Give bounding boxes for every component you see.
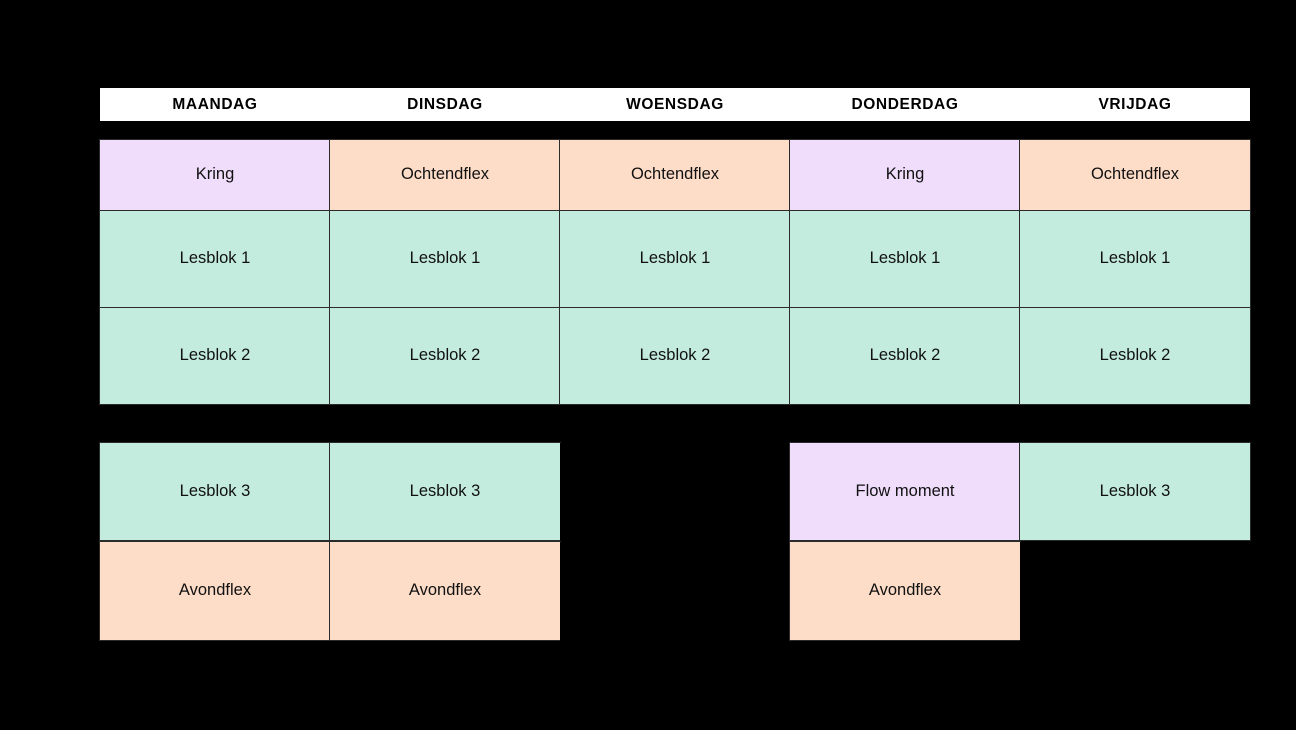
day-header-bar: MAANDAG DINSDAG WOENSDAG DONDERDAG VRIJD… xyxy=(100,88,1250,121)
morning-section: Kring Ochtendflex Ochtendflex Kring Ochtendf… xyxy=(99,139,1251,405)
day-header-dinsdag: DINSDAG xyxy=(407,96,483,113)
schedule-cell-empty xyxy=(560,542,790,642)
schedule-cell-lesblok-1-donderdag[interactable]: Lesblok 1 xyxy=(789,210,1021,309)
schedule-cell-empty xyxy=(560,443,790,542)
schedule-cell-lesblok-2-maandag[interactable]: Lesblok 2 xyxy=(99,306,331,405)
schedule-cell-label: Kring xyxy=(885,165,925,184)
schedule-cell-lesblok-3-maandag[interactable]: Lesblok 3 xyxy=(99,442,331,542)
schedule-cell-lesblok-2-donderdag[interactable]: Lesblok 2 xyxy=(789,306,1021,405)
schedule-cell-label: Lesblok 2 xyxy=(869,345,941,364)
schedule-cell-label: Lesblok 2 xyxy=(1099,345,1171,364)
schedule-cell-lesblok-3-vrijdag[interactable]: Lesblok 3 xyxy=(1019,442,1251,542)
schedule-cell-empty xyxy=(1020,542,1250,642)
schedule-cell-opening-dinsdag[interactable]: Ochtendflex xyxy=(329,139,561,212)
schedule-cell-label: Lesblok 3 xyxy=(1099,481,1171,500)
schedule-cell-label: Lesblok 2 xyxy=(179,345,251,364)
schedule-cell-label: Ochtendflex xyxy=(400,165,490,184)
day-header-maandag: MAANDAG xyxy=(172,96,258,113)
schedule-cell-lesblok-3-dinsdag[interactable]: Lesblok 3 xyxy=(329,442,561,542)
schedule-cell-label: Lesblok 3 xyxy=(179,481,251,500)
day-header-vrijdag: VRIJDAG xyxy=(1098,96,1172,113)
schedule-cell-label: Lesblok 1 xyxy=(1099,249,1171,268)
schedule-cell-lesblok-1-maandag[interactable]: Lesblok 1 xyxy=(99,210,331,309)
schedule-cell-label: Lesblok 1 xyxy=(409,249,481,268)
schedule-cell-label: Avondflex xyxy=(408,581,482,600)
schedule-cell-label: Lesblok 3 xyxy=(409,481,481,500)
schedule-cell-lesblok-2-woensdag[interactable]: Lesblok 2 xyxy=(559,306,791,405)
schedule-cell-avondflex-donderdag[interactable]: Avondflex xyxy=(789,541,1021,642)
schedule-cell-avondflex-dinsdag[interactable]: Avondflex xyxy=(329,541,561,642)
schedule-cell-label: Ochtendflex xyxy=(630,165,720,184)
schedule-cell-label: Kring xyxy=(195,165,235,184)
schedule-cell-opening-vrijdag[interactable]: Ochtendflex xyxy=(1019,139,1251,212)
schedule-cell-label: Lesblok 2 xyxy=(639,345,711,364)
schedule-cell-avondflex-maandag[interactable]: Avondflex xyxy=(99,541,331,642)
schedule-cell-label: Lesblok 1 xyxy=(869,249,941,268)
schedule-cell-lesblok-2-vrijdag[interactable]: Lesblok 2 xyxy=(1019,306,1251,405)
day-header-woensdag: WOENSDAG xyxy=(626,96,724,113)
schedule-cell-label: Avondflex xyxy=(178,581,252,600)
schedule-cell-opening-donderdag[interactable]: Kring xyxy=(789,139,1021,212)
schedule-cell-lesblok-1-dinsdag[interactable]: Lesblok 1 xyxy=(329,210,561,309)
afternoon-section: Lesblok 3 Lesblok 3 Flow moment Lesblok 3 Av… xyxy=(99,442,1251,642)
schedule-cell-label: Avondflex xyxy=(868,581,942,600)
schedule-cell-label: Flow moment xyxy=(855,481,955,500)
schedule-cell-opening-woensdag[interactable]: Ochtendflex xyxy=(559,139,791,212)
schedule-cell-label: Ochtendflex xyxy=(1090,165,1180,184)
schedule-cell-lesblok-2-dinsdag[interactable]: Lesblok 2 xyxy=(329,306,561,405)
schedule-cell-lesblok-3-donderdag[interactable]: Flow moment xyxy=(789,442,1021,542)
day-header-donderdag: DONDERDAG xyxy=(851,96,959,113)
schedule-cell-lesblok-1-vrijdag[interactable]: Lesblok 1 xyxy=(1019,210,1251,309)
schedule-cell-lesblok-1-woensdag[interactable]: Lesblok 1 xyxy=(559,210,791,309)
schedule-cell-label: Lesblok 2 xyxy=(409,345,481,364)
schedule-cell-label: Lesblok 1 xyxy=(179,249,251,268)
schedule-cell-opening-maandag[interactable]: Kring xyxy=(99,139,331,212)
schedule-cell-label: Lesblok 1 xyxy=(639,249,711,268)
